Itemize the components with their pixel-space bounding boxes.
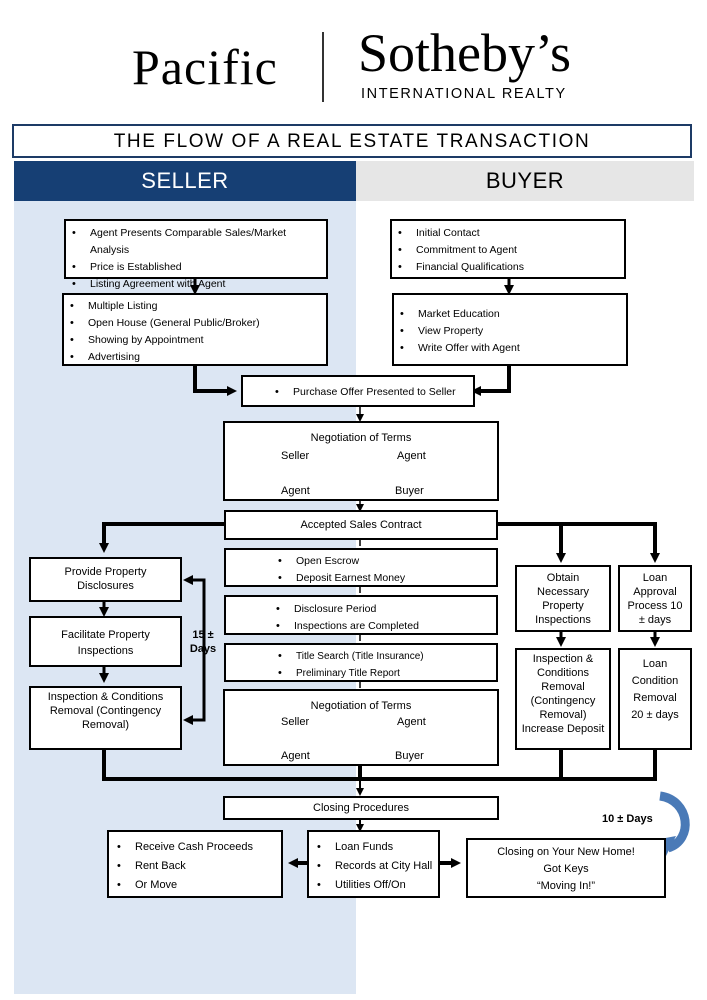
buyer-qualification-box: Initial Contact Commitment to Agent Fina… [390, 219, 626, 279]
list-item: View Property [400, 323, 626, 340]
negotiation-box-2: Negotiation of Terms Seller Agent Agent … [223, 689, 499, 766]
arrow-buyer-to-offer [471, 366, 511, 396]
provide-disclosures-box: Provide Property Disclosures [29, 557, 182, 602]
list-item: Purchase Offer Presented to Seller [275, 384, 473, 401]
list-item: Multiple Listing [70, 298, 326, 315]
final-line-1: Closing on Your New Home! [497, 846, 635, 858]
facilitate-inspections-box: Facilitate Property Inspections [29, 616, 182, 667]
list-item: Showing by Appointment [70, 332, 326, 349]
negotiation-box-1: Negotiation of Terms Seller Agent Agent … [223, 421, 499, 501]
list-item: Deposit Earnest Money [278, 570, 496, 587]
list-item: Agent Presents Comparable Sales/Market A… [72, 225, 326, 259]
list-item: Rent Back [117, 857, 281, 876]
negotiation-seller: Seller [281, 450, 310, 462]
list-item: Utilities Off/On [317, 876, 438, 895]
negotiation-agent-bottom: Agent [281, 750, 310, 762]
list-item: Market Education [400, 306, 626, 323]
list-item: Or Move [117, 876, 281, 895]
seller-closing-box: Receive Cash Proceeds Rent Back Or Move [107, 830, 283, 898]
list-item: Records at City Hall [317, 857, 438, 876]
negotiation-agent-top: Agent [397, 716, 426, 728]
list-item: Write Offer with Agent [400, 340, 626, 357]
negotiation-title: Negotiation of Terms [310, 700, 412, 712]
list-item: Open Escrow [278, 553, 496, 570]
negotiation-buyer: Buyer [395, 485, 424, 497]
days-10-label: 10 ± Days [602, 813, 653, 825]
days-15-label: 15 ± Days [189, 629, 217, 655]
negotiation-buyer: Buyer [395, 750, 424, 762]
list-item: Price is Established [72, 259, 326, 276]
list-item: Receive Cash Proceeds [117, 838, 281, 857]
list-item: Commitment to Agent [398, 242, 624, 259]
obtain-inspections-box: Obtain Necessary Property Inspections [515, 565, 611, 632]
buyer-search-box: Market Education View Property Write Off… [392, 293, 628, 366]
logo-sothebys: Sotheby’s [358, 23, 572, 83]
disclosure-box: Disclosure Period Inspections are Comple… [224, 595, 498, 635]
purchase-offer-box: Purchase Offer Presented to Seller [241, 375, 475, 407]
final-line-2: Got Keys [543, 863, 589, 875]
loan-funds-box: Loan Funds Records at City Hall Utilitie… [307, 830, 440, 898]
list-item: Loan Funds [317, 838, 438, 857]
final-line-3: “Moving In!” [536, 880, 596, 892]
list-item: Title Search (Title Insurance) [278, 648, 496, 665]
list-item: Listing Agreement with Agent [72, 276, 326, 293]
list-item: Disclosure Period [276, 601, 496, 618]
logo-subtitle: INTERNATIONAL REALTY [361, 86, 567, 102]
list-item: Open House (General Public/Broker) [70, 315, 326, 332]
negotiation-seller: Seller [281, 716, 310, 728]
title-search-box: Title Search (Title Insurance) Prelimina… [224, 643, 498, 682]
logo-pacific: Pacific [132, 39, 278, 95]
negotiation-title: Negotiation of Terms [310, 432, 412, 444]
list-item: Advertising [70, 349, 326, 366]
page-title: THE FLOW OF A REAL ESTATE TRANSACTION [12, 124, 692, 158]
seller-column-header: SELLER [14, 161, 356, 201]
accepted-sales-contract-box: Accepted Sales Contract [224, 510, 498, 540]
buyer-inspection-removal-box: Inspection & Conditions Removal (Conting… [515, 648, 611, 750]
seller-inspection-removal-box: Inspection & Conditions Removal (Conting… [29, 686, 182, 750]
closing-procedures-box: Closing Procedures [223, 796, 499, 820]
logo-divider [322, 32, 324, 102]
loan-condition-box: Loan Condition Removal 20 ± days [618, 648, 692, 750]
loan-approval-box: Loan Approval Process 10 ± days [618, 565, 692, 632]
seller-listing-box: Agent Presents Comparable Sales/Market A… [64, 219, 328, 293]
negotiation-agent-top: Agent [397, 450, 426, 462]
arrow-seller-to-offer [193, 366, 237, 396]
list-item: Initial Contact [398, 225, 624, 242]
negotiation-agent-bottom: Agent [281, 485, 310, 497]
buyer-column-header: BUYER [356, 161, 694, 201]
seller-marketing-box: Multiple Listing Open House (General Pub… [62, 293, 328, 366]
list-item: Inspections are Completed [276, 618, 496, 635]
list-item: Financial Qualifications [398, 259, 624, 276]
list-item: Preliminary Title Report [278, 665, 496, 682]
escrow-box: Open Escrow Deposit Earnest Money [224, 548, 498, 587]
final-closing-box: Closing on Your New Home! Got Keys “Movi… [466, 838, 666, 898]
